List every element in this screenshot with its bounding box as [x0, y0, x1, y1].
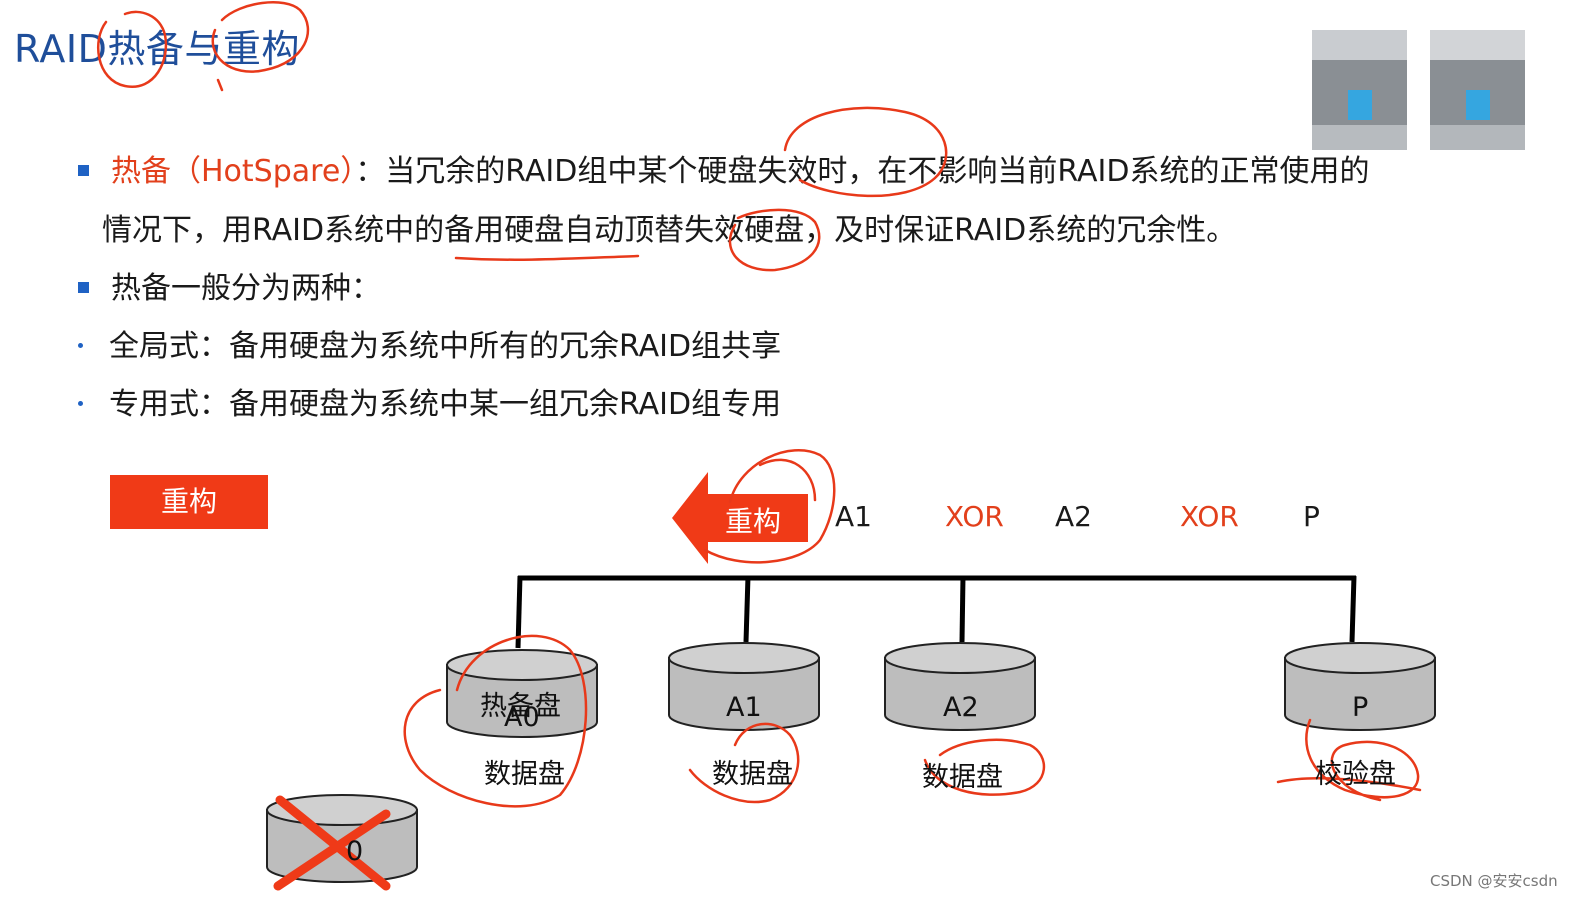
sub-bullet-global: 全局式：备用硬盘为系统中所有的冗余RAID组共享: [78, 327, 781, 367]
failed-cross-icon: [273, 795, 391, 891]
global-text: 全局式：备用硬盘为系统中所有的冗余RAID组共享: [109, 329, 782, 364]
bus-lines: [515, 575, 1357, 649]
formula-a2: A2: [1055, 500, 1092, 533]
failed-disk-label: 0: [346, 836, 364, 867]
disk-a0-role: 数据盘: [484, 759, 565, 790]
disk-hotspare-icon: [446, 649, 598, 738]
hotspare-disk-label: 热备盘: [480, 691, 561, 722]
hotspare-label: 热备（HotSpare）: [111, 154, 356, 189]
disk-p-label: P: [1352, 692, 1369, 723]
disk-a1-label: A1: [726, 692, 762, 723]
sub-bullet-dedicated: 专用式：备用硬盘为系统中某一组冗余RAID组专用: [78, 385, 781, 425]
thumbnail-left: [1312, 30, 1407, 150]
thumbnail-right: [1430, 30, 1525, 150]
bullet-types: 热备一般分为两种：: [78, 269, 381, 309]
rebuild-button[interactable]: 重构: [110, 475, 268, 529]
formula-a1: A1: [835, 500, 872, 533]
disk-a0-label: A0: [504, 702, 540, 733]
dedicated-text: 专用式：备用硬盘为系统中某一组冗余RAID组专用: [109, 387, 782, 422]
formula-xor-1: XOR: [945, 500, 1004, 533]
formula-p: P: [1303, 500, 1320, 533]
disk-a2-role: 数据盘: [922, 762, 1003, 793]
types-text: 热备一般分为两种：: [111, 271, 381, 306]
disk-p-role: 校验盘: [1315, 759, 1396, 790]
hotspare-text: ：当冗余的RAID组中某个硬盘失效时，在不影响当前RAID系统的正常使用的: [355, 154, 1370, 189]
bullet-dot-icon: [78, 401, 83, 406]
pen-annotations: [97, 1, 1422, 808]
bullet-square-icon: [78, 165, 89, 176]
disk-a1-icon: [668, 642, 820, 731]
rebuild-arrow-icon: [672, 472, 808, 564]
rebuild-arrow-label: 重构: [725, 505, 782, 538]
disk-parity-icon: [1284, 642, 1436, 731]
disk-a2-icon: [884, 642, 1036, 731]
slide-title: RAID热备与重构: [14, 27, 300, 71]
bullet-square-icon: [78, 282, 89, 293]
watermark-credit: CSDN @安安csdn: [1430, 872, 1558, 890]
bullet-dot-icon: [78, 343, 83, 348]
formula-xor-2: XOR: [1180, 500, 1239, 533]
bullet-hotspare: 热备（HotSpare）：当冗余的RAID组中某个硬盘失效时，在不影响当前RAI…: [78, 152, 1369, 192]
disk-a1-role: 数据盘: [712, 759, 793, 790]
hotspare-continuation: 情况下，用RAID系统中的备用硬盘自动顶替失效硬盘，及时保证RAID系统的冗余性…: [102, 213, 1237, 248]
disk-a2-label: A2: [943, 692, 979, 723]
